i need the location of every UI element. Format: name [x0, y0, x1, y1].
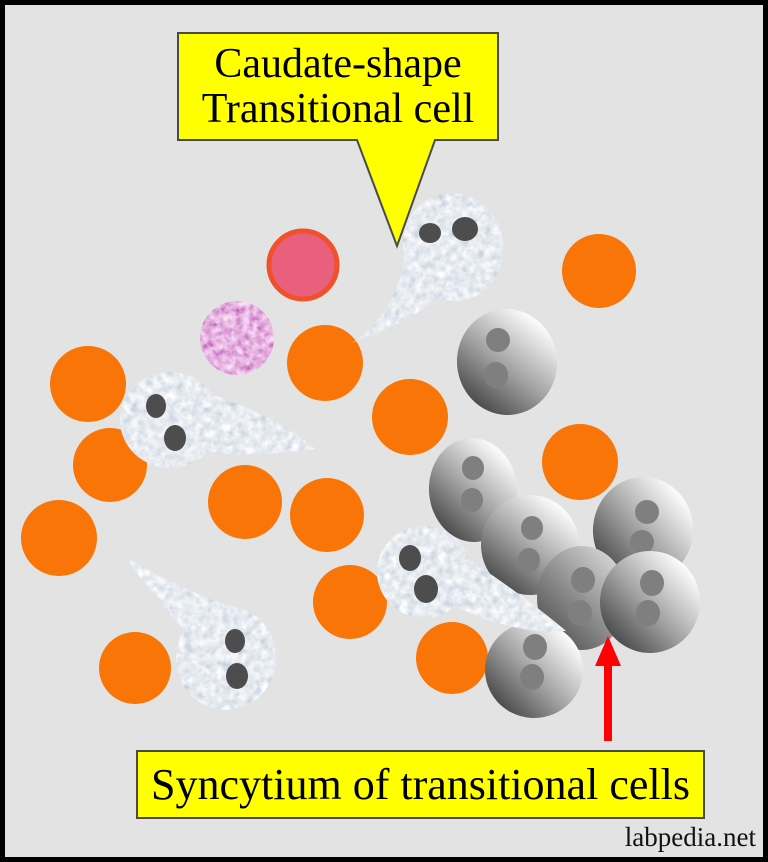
nucleus: [462, 456, 484, 480]
nucleus: [164, 425, 186, 451]
orange-cell: [21, 500, 97, 576]
orange-cell: [372, 379, 448, 455]
syncytium-cell: [537, 546, 627, 650]
nucleus: [636, 600, 660, 626]
orange-cell: [562, 234, 636, 308]
nucleus: [226, 663, 248, 689]
nucleus: [520, 664, 544, 690]
orange-cell: [416, 622, 488, 694]
nucleus: [452, 217, 478, 241]
nucleus: [630, 530, 654, 554]
nucleus: [484, 362, 508, 388]
callout-label-line1: Caudate-shape: [214, 41, 462, 88]
nucleus: [399, 545, 421, 571]
nucleus: [461, 488, 483, 512]
syncytium-group: [428, 309, 701, 719]
callout-label: Caudate-shape Transitional cell: [180, 36, 496, 138]
orange-cell: [99, 632, 171, 704]
nucleus: [486, 328, 510, 352]
syncytium-label: Syncytium of transitional cells: [136, 750, 705, 819]
caudate-cell: [120, 372, 315, 468]
nucleus: [419, 223, 441, 243]
nucleus: [640, 570, 664, 596]
nucleus: [635, 500, 659, 524]
callout-label-line2: Transitional cell: [201, 86, 475, 132]
syncytium-cell: [599, 551, 701, 653]
orange-cell: [208, 465, 282, 539]
caudate-cell: [377, 526, 566, 632]
watermark: labpedia.net: [624, 822, 756, 852]
syncytium-cell: [485, 621, 583, 719]
nucleus: [571, 567, 595, 593]
nucleus: [225, 629, 245, 653]
orange-cell: [290, 478, 364, 552]
orange-cells-group: [21, 234, 636, 704]
callout-balloon: [177, 32, 499, 249]
nucleus: [568, 600, 592, 626]
syncytium-cell: [456, 309, 558, 415]
pink-cell: [266, 228, 340, 302]
nucleus: [414, 575, 438, 603]
orange-cell: [542, 424, 618, 500]
orange-cell: [287, 325, 363, 401]
arrow-up-icon: [595, 636, 621, 741]
caudate-cell: [124, 555, 276, 710]
orange-cell: [313, 565, 387, 639]
nucleus: [518, 548, 540, 572]
nucleus: [146, 394, 166, 418]
caudate-cell: [352, 193, 504, 343]
nucleus: [521, 516, 543, 540]
nucleus: [523, 634, 547, 660]
magenta-cell: [200, 301, 274, 375]
orange-cell: [50, 346, 126, 422]
